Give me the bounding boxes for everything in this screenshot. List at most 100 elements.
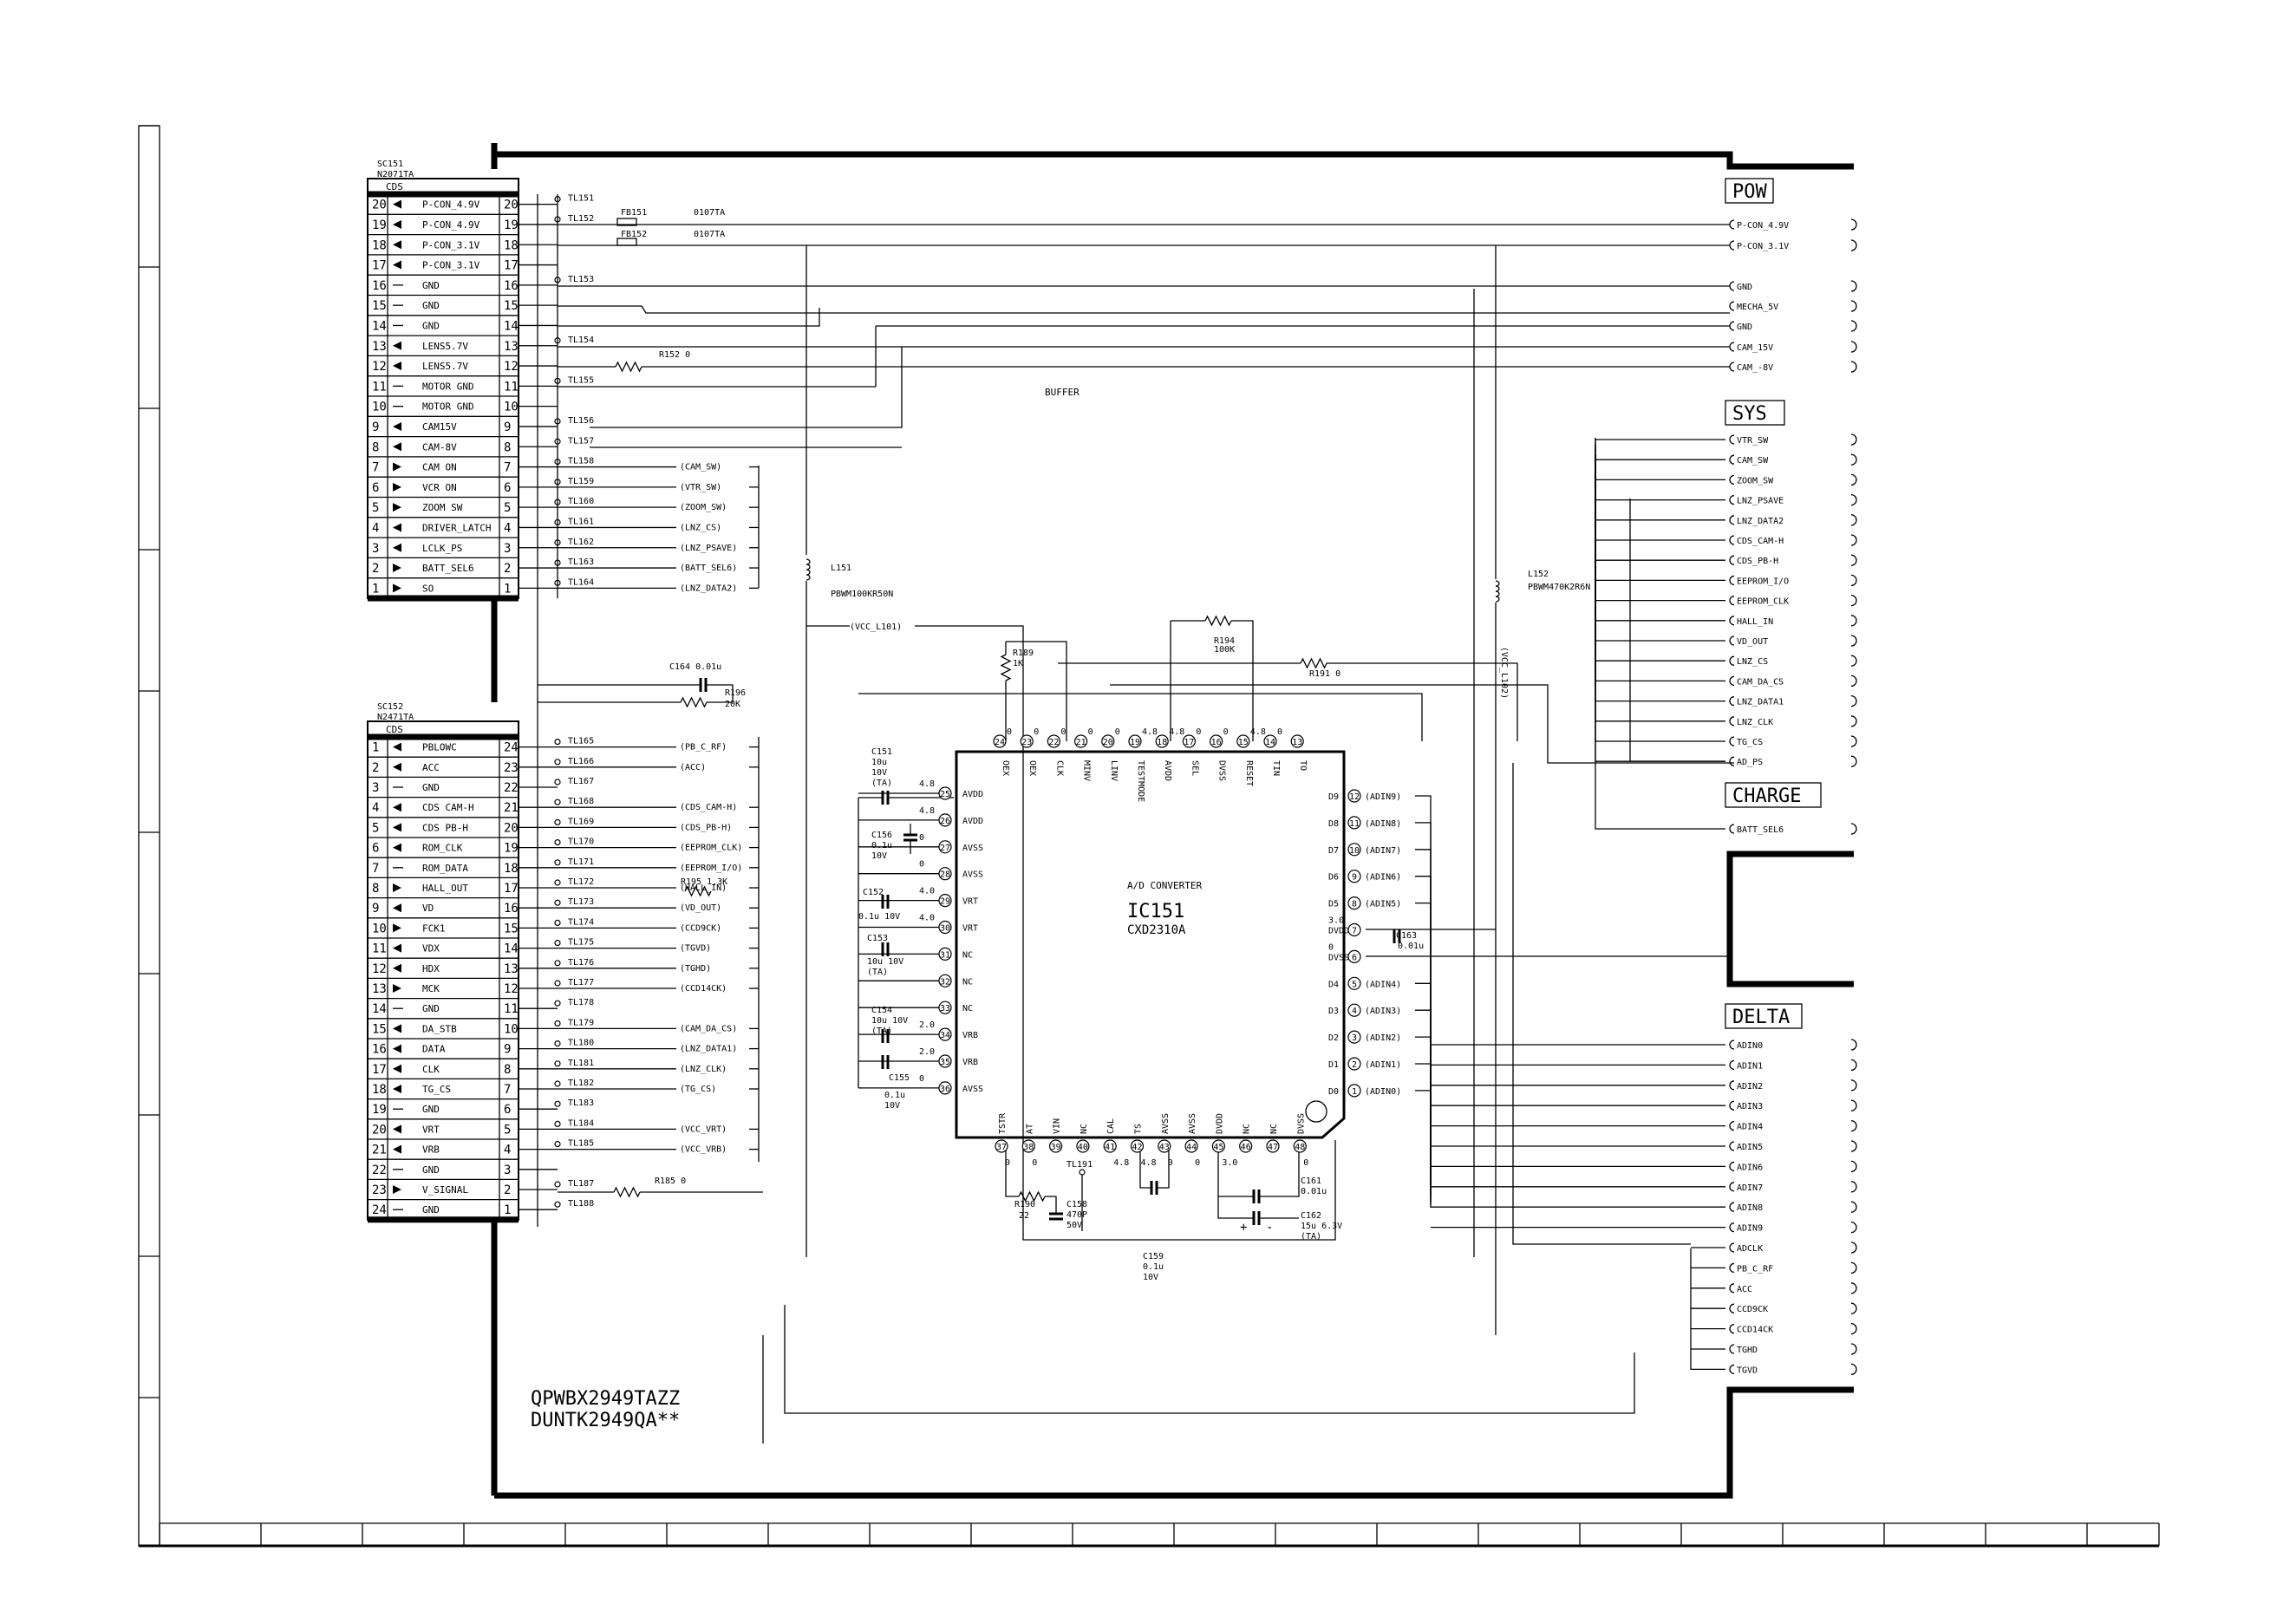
- sys-wire: [1595, 446, 1725, 501]
- test-point-label: TL164: [568, 577, 594, 587]
- ic-pin-circle: [1293, 1139, 1307, 1153]
- net-label: (TG_CS): [680, 1085, 716, 1094]
- connector-port: [1729, 219, 1735, 230]
- test-point-label: TL160: [568, 497, 594, 506]
- output-signal: ADIN6: [1737, 1163, 1763, 1172]
- net-label: (CDS_PB-H): [680, 823, 732, 832]
- pin-name: VD: [422, 903, 434, 914]
- test-point-symbol: [554, 960, 561, 967]
- connector-port: [1729, 1202, 1735, 1212]
- output-signal: VD_OUT: [1737, 637, 1768, 647]
- ic-pin-number: 37: [996, 1143, 1007, 1152]
- pin-number: 10: [504, 1022, 519, 1036]
- pin-name: GND: [422, 300, 440, 311]
- ic-pin-circle: [938, 1081, 952, 1095]
- ic-pin-voltage: 4.8: [1169, 727, 1184, 737]
- output-signal: GND: [1737, 323, 1752, 332]
- connector-end: [1850, 1302, 1857, 1314]
- connector-end: [1850, 1282, 1857, 1294]
- net-label: (BATT_SEL6): [680, 564, 737, 573]
- pin-number: 15: [372, 299, 387, 313]
- output-signal: CDS_CAM-H: [1737, 537, 1784, 546]
- r189-value: 1K: [1013, 659, 1023, 668]
- ic-pin-name: SEL: [1190, 760, 1199, 776]
- ic-pin-name: AVSS: [1161, 1113, 1171, 1134]
- net-label: (EEPROM_CLK): [680, 844, 742, 853]
- connector-end: [1850, 1181, 1857, 1193]
- connector-port: [1729, 342, 1735, 352]
- pin-name: ROM_DATA: [422, 863, 468, 874]
- ic-pin-circle: [938, 1027, 952, 1041]
- test-point-label: TL177: [568, 978, 594, 987]
- pin-number: 14: [504, 942, 519, 956]
- net-label: (LNZ_CS): [680, 523, 721, 532]
- test-point-label: TL179: [568, 1018, 594, 1027]
- output-signal: CAM_SW: [1737, 456, 1769, 466]
- ic-pin-number: 17: [1184, 738, 1194, 747]
- ic-pin-name: D9: [1328, 792, 1339, 802]
- ic-pin-voltage: 2.0: [919, 1047, 935, 1057]
- ic-pin-voltage: 0: [919, 1074, 924, 1084]
- sys-wire: [1595, 455, 1725, 662]
- test-point-label: TL176: [568, 958, 594, 968]
- ic-pin-number: 26: [940, 817, 950, 826]
- r190-ref: R190: [1014, 1200, 1035, 1209]
- ic-pin-number: 45: [1213, 1143, 1223, 1152]
- group-title: DELTA: [1732, 1007, 1790, 1028]
- pin-name: VRT: [422, 1124, 440, 1135]
- c161-ref: C161: [1301, 1177, 1321, 1186]
- ic-pin-number: 36: [940, 1085, 950, 1094]
- ic-pin-voltage: 0: [1088, 727, 1093, 737]
- ic-data-wire: [1415, 849, 1432, 1184]
- pin-number: 24: [372, 1203, 387, 1217]
- c156-value: 0.1u: [871, 841, 892, 851]
- output-signal: ADIN4: [1737, 1123, 1763, 1132]
- ic-pin-circle: [993, 734, 1007, 748]
- ic-pin-circle: [938, 867, 952, 881]
- output-signal: AD_PS: [1737, 758, 1763, 767]
- signal-wires: [519, 194, 1734, 1444]
- pin-number: 23: [372, 1183, 387, 1197]
- pin-name: BATT_SEL6: [422, 563, 474, 574]
- connector-end: [1850, 1119, 1857, 1132]
- output-signal: LNZ_CS: [1737, 657, 1768, 667]
- pin-number: 12: [504, 360, 519, 374]
- ic-pin-name: DVSS: [1296, 1113, 1306, 1134]
- pin-number: 13: [372, 982, 387, 996]
- output-signal: CAM_DA_CS: [1737, 677, 1784, 687]
- output-signal: EEPROM_CLK: [1737, 597, 1789, 607]
- connector-sc152: [367, 720, 519, 1223]
- connector-end: [1850, 1140, 1857, 1152]
- ic-pin-number: 42: [1132, 1143, 1142, 1152]
- pin-name: LCLK_PS: [422, 543, 462, 554]
- direction-arrow: [393, 199, 401, 209]
- direction-arrow: [393, 260, 401, 270]
- sys-wire: [1595, 455, 1725, 541]
- output-signal: ADIN1: [1737, 1061, 1763, 1071]
- sys-wire: [1595, 448, 1725, 521]
- net-label: (TGVD): [680, 944, 711, 954]
- pin-number: 15: [372, 1022, 387, 1036]
- test-point-symbol: [554, 980, 561, 987]
- test-point-symbol: [554, 919, 561, 927]
- pin-number: 14: [504, 319, 519, 333]
- ic-pin-circle: [938, 1054, 952, 1068]
- wire: [1595, 438, 1725, 830]
- c154-ref: C154: [871, 1006, 892, 1015]
- connector-port: [1729, 756, 1735, 766]
- wire: [1512, 763, 1691, 1245]
- output-signal: ADIN0: [1737, 1041, 1763, 1051]
- connector-end: [1850, 361, 1857, 373]
- ic-pin-number: 46: [1241, 1143, 1251, 1152]
- pin-name: LENS5.7V: [422, 361, 468, 372]
- c152-value: 0.1u 10V: [858, 912, 900, 922]
- ic-pin-name: TS: [1134, 1124, 1144, 1134]
- ic-pin-number: 1: [1352, 1087, 1357, 1097]
- ic-pin-circle: [1347, 976, 1361, 990]
- pin-name: FCK1: [422, 922, 446, 934]
- ic-pin-name: TSTR: [998, 1112, 1008, 1134]
- connector-port: [1729, 1100, 1735, 1111]
- pin-number: 5: [372, 501, 379, 515]
- pin-number: 17: [504, 882, 519, 896]
